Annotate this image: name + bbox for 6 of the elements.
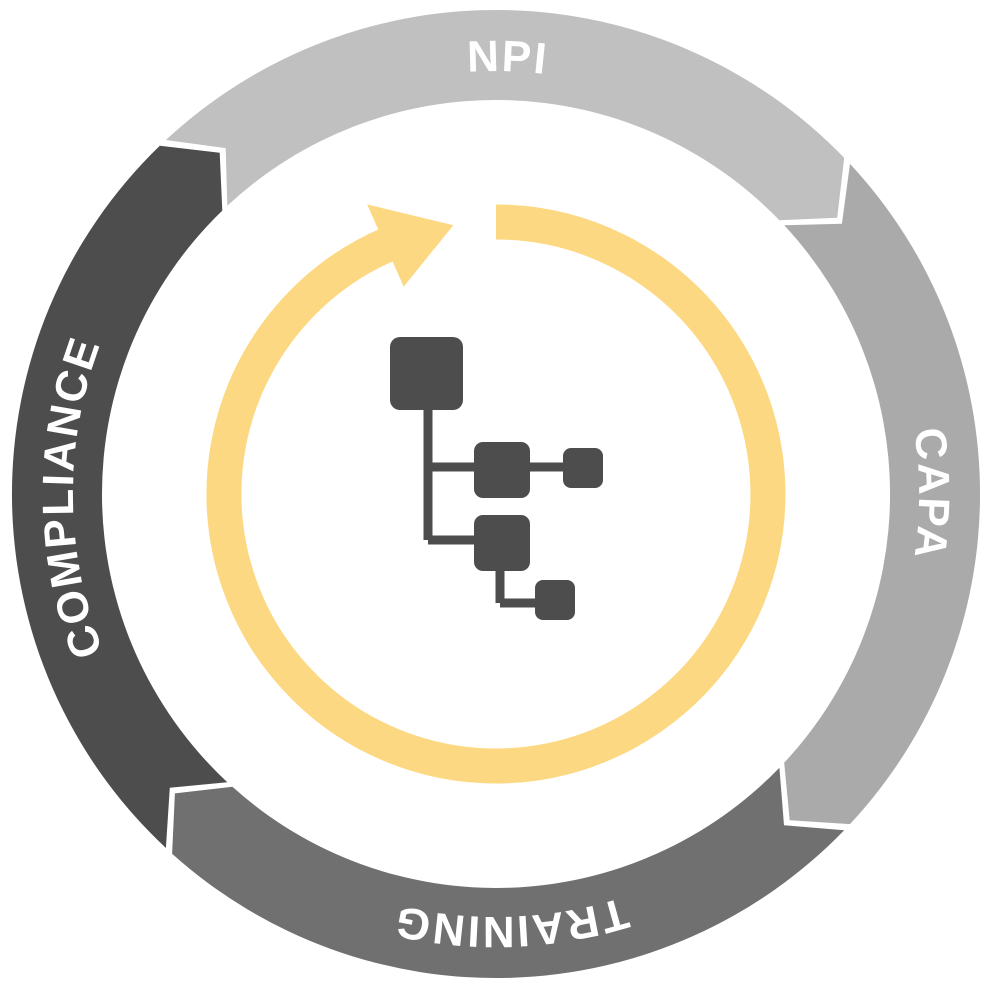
cycle-arrow-segment: [172, 768, 844, 978]
segment-label: TRAINING: [390, 888, 634, 956]
cycle-arrow-segment: [12, 146, 228, 848]
segment-label: NPI: [466, 32, 551, 84]
cycle-arrow-segment: [784, 164, 980, 824]
cycle-arrow-segment: [166, 10, 844, 220]
